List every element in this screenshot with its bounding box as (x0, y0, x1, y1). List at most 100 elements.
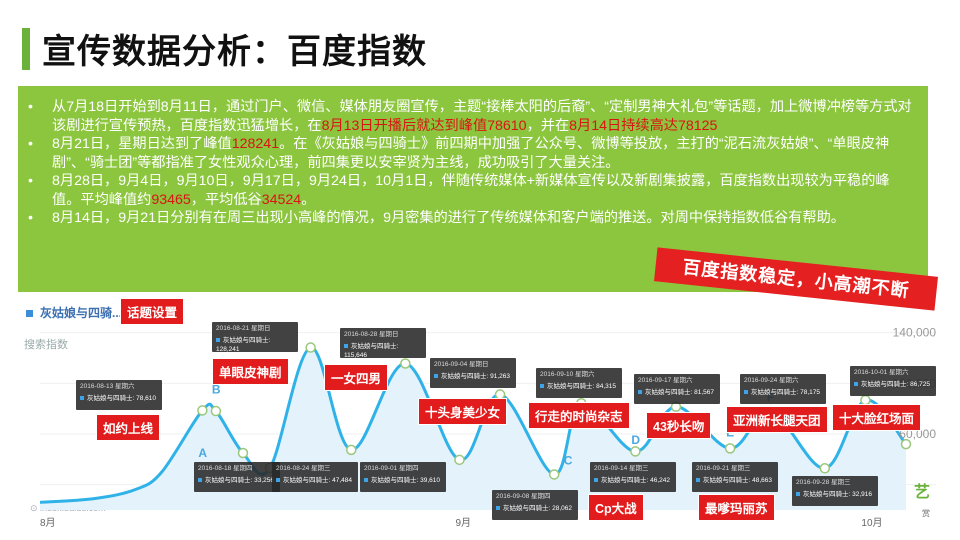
tooltip-value-text: 灰姑娘与四骑士: 84,315 (547, 383, 616, 390)
tooltip-value: 灰姑娘与四骑士: 78,175 (744, 388, 822, 397)
summary-bullet: 8月14日，9月21日分别有在周三出现小高峰的情况，9月密集的进行了传统媒体和客… (28, 209, 912, 228)
data-tooltip: 2016-08-24 星期三灰姑娘与四骑士: 47,484 (272, 462, 358, 492)
tooltip-value-text: 灰姑娘与四骑士: 78,175 (751, 389, 820, 396)
tooltip-date: 2016-09-10 星期六 (540, 371, 595, 378)
x-tick-label: 8月 (40, 517, 56, 529)
bullet-text: 8月28日，9月4日，9月10日，9月17日，9月24日，10月1日，伴随传统媒… (52, 173, 890, 208)
data-point (630, 446, 641, 457)
data-tooltip: 2016-08-21 星期日灰姑娘与四骑士: 128,241 (212, 322, 298, 354)
tooltip-date: 2016-09-14 星期三 (594, 465, 649, 472)
series-dot-icon (744, 390, 748, 395)
tooltip-value-text: 灰姑娘与四骑士: 39,610 (371, 477, 440, 484)
data-tooltip: 2016-09-10 星期六灰姑娘与四骑士: 84,315 (536, 368, 622, 398)
callout-tag: 行走的时尚杂志 (528, 402, 630, 429)
bullet-text: 从7月18日开始到8月11日，通过门户、微信、媒体朋友圈宣传，主题“接棒太阳的后… (52, 99, 912, 134)
data-tooltip: 2016-08-28 星期日灰姑娘与四骑士: 115,646 (340, 328, 426, 359)
callout-tag: 43秒长吻 (646, 412, 712, 439)
callout-tag: Cp大战 (588, 494, 644, 521)
tooltip-value-text: 灰姑娘与四骑士: 115,646 (344, 343, 399, 359)
highlight-text: 8月13日开播后就达到峰值78610 (321, 117, 527, 134)
bullet-text: ，并在 (526, 117, 570, 134)
tooltip-value: 灰姑娘与四骑士: 28,062 (496, 504, 574, 513)
tooltip-value: 灰姑娘与四骑士: 91,263 (434, 372, 512, 381)
data-point (345, 444, 357, 456)
tooltip-date: 2016-08-24 星期三 (276, 465, 331, 472)
tooltip-value: 灰姑娘与四骑士: 84,315 (540, 382, 618, 391)
bullet-text: 。在《灰姑娘与四骑士》前四期中加强了公众号、微博等投放，主打的“泥石流灰姑娘”、… (52, 136, 890, 171)
tooltip-date: 2016-08-18 星期四 (198, 465, 253, 472)
tooltip-value: 灰姑娘与四骑士: 128,241 (216, 336, 294, 354)
series-dot-icon (364, 478, 368, 483)
tooltip-value: 灰姑娘与四骑士: 86,725 (854, 380, 932, 389)
tooltip-value: 灰姑娘与四骑士: 78,610 (80, 394, 158, 403)
tooltip-value: 灰姑娘与四骑士: 33,256 (198, 476, 276, 485)
callout-tag: 话题设置 (120, 298, 185, 325)
tooltip-value-text: 灰姑娘与四骑士: 48,663 (703, 477, 772, 484)
data-tooltip: 2016-09-08 星期四灰姑娘与四骑士: 28,062 (492, 490, 578, 520)
series-dot-icon (540, 384, 544, 389)
tooltip-value-text: 灰姑娘与四骑士: 86,725 (861, 381, 930, 388)
callout-tag: 单眼皮神剧 (212, 358, 289, 385)
tooltip-date: 2016-09-04 星期日 (434, 361, 489, 368)
series-dot-icon (696, 478, 700, 483)
tooltip-date: 2016-08-21 星期日 (216, 325, 271, 332)
tooltip-date: 2016-08-13 星期六 (80, 383, 135, 390)
tooltip-value: 灰姑娘与四骑士: 81,567 (638, 388, 716, 397)
series-area (40, 347, 906, 510)
data-tooltip: 2016-09-14 星期三灰姑娘与四骑士: 46,242 (590, 462, 676, 492)
tooltip-date: 2016-09-17 星期六 (638, 377, 693, 384)
tooltip-date: 2016-09-28 星期三 (796, 479, 851, 486)
highlight-text: 93465 (151, 191, 191, 208)
data-tooltip: 2016-09-17 星期六灰姑娘与四骑士: 81,567 (634, 374, 720, 404)
tooltip-value: 灰姑娘与四骑士: 46,242 (594, 476, 672, 485)
tooltip-date: 2016-09-24 星期六 (744, 377, 799, 384)
x-tick-label: 9月 (455, 517, 471, 529)
tooltip-value-text: 灰姑娘与四骑士: 78,610 (87, 395, 156, 402)
tooltip-value: 灰姑娘与四骑士: 39,610 (364, 476, 442, 485)
y-tick-label: 140,000 (893, 326, 937, 340)
bullet-text: 8月21日，星期日达到了峰值 (52, 136, 232, 152)
data-tooltip: 2016-09-01 星期四灰姑娘与四骑士: 39,610 (360, 462, 446, 492)
data-point (197, 405, 208, 416)
tooltip-value-text: 灰姑娘与四骑士: 81,567 (645, 389, 714, 396)
callout-tag: 最嗲玛丽苏 (698, 494, 775, 521)
tooltip-value-text: 灰姑娘与四骑士: 33,256 (205, 477, 274, 484)
series-dot-icon (80, 396, 84, 401)
series-dot-icon (496, 506, 500, 511)
tooltip-date: 2016-09-08 星期四 (496, 493, 551, 500)
bullet-text: 8月14日，9月21日分别有在周三出现小高峰的情况，9月密集的进行了传统媒体和客… (52, 210, 845, 226)
page-title: 宣传数据分析：百度指数 (42, 33, 427, 71)
legend-swatch (26, 310, 33, 317)
series-dot-icon (434, 374, 438, 379)
summary-bullet: 从7月18日开始到8月11日，通过门户、微信、媒体朋友圈宣传，主题“接棒太阳的后… (28, 98, 912, 135)
data-tooltip: 2016-08-18 星期四灰姑娘与四骑士: 33,256 (194, 462, 280, 492)
tooltip-date: 2016-09-01 星期四 (364, 465, 419, 472)
data-point (819, 463, 831, 474)
tooltip-value: 灰姑娘与四骑士: 47,484 (276, 476, 354, 485)
bullet-text: ，平均低谷 (190, 191, 262, 208)
baidu-index-chart: 灰姑娘与四骑... 搜索指数 ⊙ index.baidu.com ABCDEF1… (18, 296, 942, 532)
data-tooltip: 2016-10-01 星期六灰姑娘与四骑士: 86,725 (850, 366, 936, 396)
summary-bullet: 8月21日，星期日达到了峰值128241。在《灰姑娘与四骑士》前四期中加强了公众… (28, 135, 912, 172)
data-tooltip: 2016-08-13 星期六灰姑娘与四骑士: 78,610 (76, 380, 162, 410)
tooltip-date: 2016-09-21 星期三 (696, 465, 751, 472)
x-tick-label: 10月 (861, 517, 882, 529)
data-point (237, 447, 249, 459)
tooltip-value-text: 灰姑娘与四骑士: 28,062 (503, 505, 572, 512)
legend-label[interactable]: 灰姑娘与四骑... (40, 306, 123, 320)
summary-bullet: 8月28日，9月4日，9月10日，9月17日，9月24日，10月1日，伴随传统媒… (28, 172, 912, 209)
data-point (454, 454, 465, 466)
tooltip-date: 2016-08-28 星期日 (344, 331, 399, 338)
data-point (400, 358, 411, 369)
callout-tag: 十大脸红场面 (832, 404, 922, 431)
data-point (900, 438, 912, 450)
bullet-text: 。 (301, 191, 316, 208)
highlight-text: 34524 (261, 191, 302, 208)
series-dot-icon (796, 492, 800, 497)
series-dot-icon (198, 478, 202, 483)
tooltip-value: 灰姑娘与四骑士: 32,916 (796, 490, 874, 499)
series-dot-icon (216, 338, 220, 343)
tooltip-date: 2016-10-01 星期六 (854, 369, 909, 376)
data-tooltip: 2016-09-24 星期六灰姑娘与四骑士: 78,175 (740, 374, 826, 404)
